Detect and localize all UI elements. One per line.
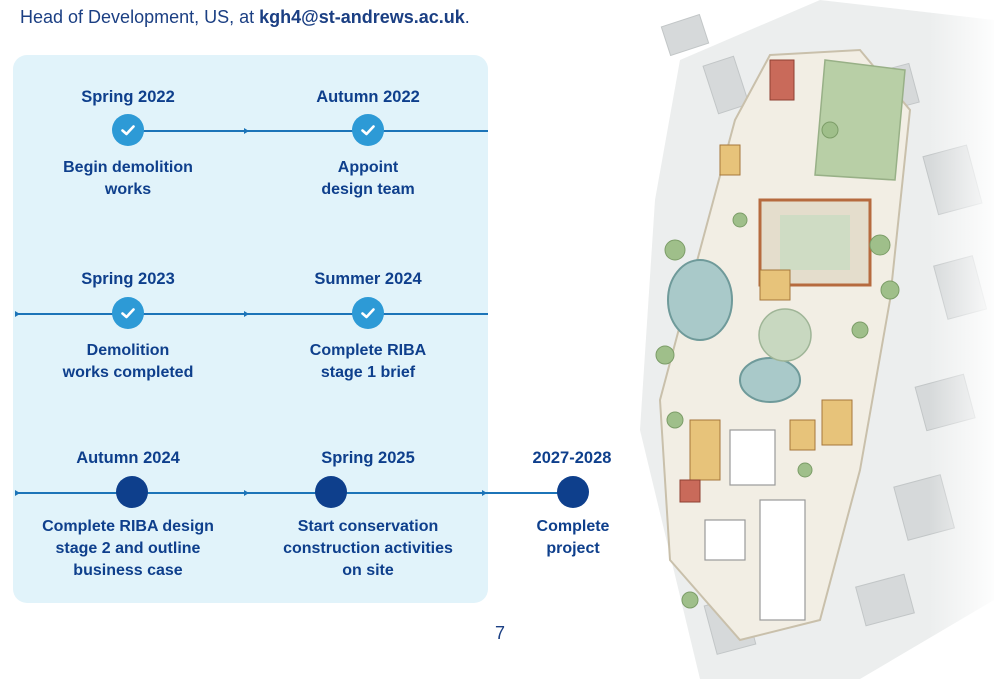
milestone-date: Summer 2024 <box>314 270 422 288</box>
timeline-arrow <box>244 311 249 317</box>
timeline-arrow <box>15 490 20 496</box>
milestone-label-line: business case <box>73 562 183 579</box>
milestone-description: Complete project <box>458 516 688 560</box>
milestone-label-line: design team <box>321 181 415 198</box>
contact-prefix: Head of Development, US, at <box>20 7 260 27</box>
milestone-date: Autumn 2022 <box>316 88 420 106</box>
milestone-date: Spring 2025 <box>321 449 415 467</box>
page-number: 7 <box>494 623 505 643</box>
timeline-connector <box>128 130 488 132</box>
milestone-label-line: stage 1 brief <box>320 364 416 381</box>
milestone-description: Complete RIBA stage 1 brief <box>253 340 483 384</box>
contact-suffix: . <box>464 7 470 27</box>
milestone-description: Demolition works completed <box>13 340 243 384</box>
milestone-date: Spring 2022 <box>81 88 175 106</box>
upcoming-milestone-dot <box>116 476 148 508</box>
milestone-label-line: Complete RIBA <box>309 342 427 359</box>
milestone-label-line: Begin demolition <box>63 159 193 176</box>
milestone-label-line: Appoint <box>337 159 399 176</box>
completed-check-icon <box>352 297 384 329</box>
milestone-date: Spring 2023 <box>81 270 175 288</box>
timeline-arrow <box>482 490 487 496</box>
milestone-label-line: on site <box>342 562 394 579</box>
milestone-label-line: Start conservation <box>297 518 439 535</box>
completed-check-icon <box>112 114 144 146</box>
upcoming-milestone-dot <box>315 476 347 508</box>
milestone-label-line: Demolition <box>86 342 170 359</box>
milestone-date: Autumn 2024 <box>76 449 180 467</box>
milestone-label-line: construction activities <box>283 540 453 557</box>
timeline-connector <box>15 492 573 494</box>
milestone-description: Start conservation construction activiti… <box>253 516 483 582</box>
timeline-arrow <box>244 128 249 134</box>
upcoming-milestone-dot <box>557 476 589 508</box>
site-plan-illustration <box>560 0 994 679</box>
completed-check-icon <box>352 114 384 146</box>
timeline-arrow <box>15 311 20 317</box>
milestone-description: Begin demolition works <box>13 157 243 201</box>
milestone-label-line: Complete <box>536 518 610 535</box>
milestone-label-line: Complete RIBA design <box>42 518 214 535</box>
milestone-label-line: project <box>546 540 600 557</box>
timeline-arrow <box>244 490 249 496</box>
timeline-panel <box>13 55 488 603</box>
milestone-label-line: works completed <box>62 364 194 381</box>
milestone-label-line: stage 2 and outline <box>55 540 201 557</box>
timeline-connector <box>15 313 488 315</box>
contact-sentence: Head of Development, US, at kgh4@st-andr… <box>20 7 470 28</box>
milestone-date: 2027-2028 <box>532 449 612 467</box>
milestone-description: Appoint design team <box>253 157 483 201</box>
milestone-label-line: works <box>104 181 152 198</box>
completed-check-icon <box>112 297 144 329</box>
contact-email-link[interactable]: kgh4@st-andrews.ac.uk <box>259 7 465 27</box>
milestone-description: Complete RIBA design stage 2 and outline… <box>13 516 243 582</box>
